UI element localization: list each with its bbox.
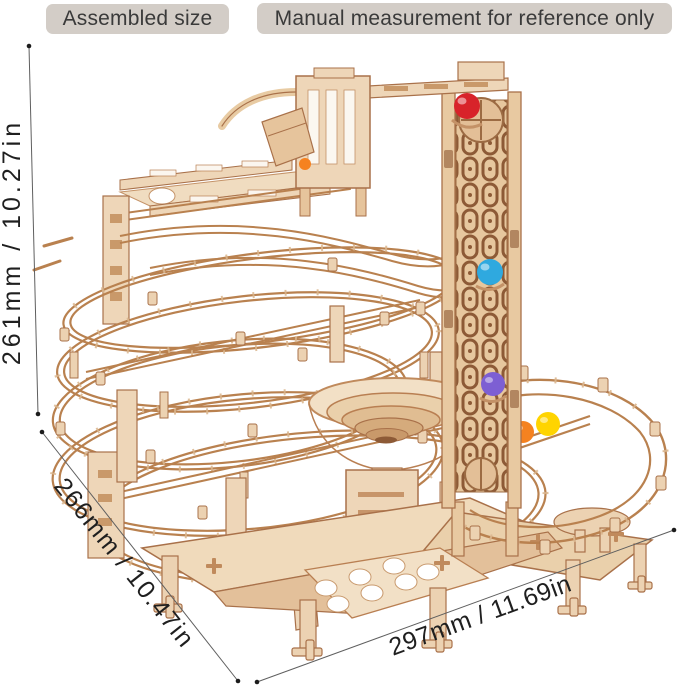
base-platform [139,497,654,661]
marble-purple [481,372,505,396]
assembled-size-badge: Assembled size [46,4,229,34]
measurement-note-label: Manual measurement for reference only [274,6,655,30]
marble-orange-small [299,158,311,170]
height-dimension: 261mm / 10.27in [0,43,41,417]
height-dimension-label: 261mm / 10.27in [0,119,26,365]
hopper-gate [261,61,509,217]
marble-yellow [536,412,560,436]
marble-red [454,93,480,119]
marble-blue [477,259,503,285]
chain-lift-tower [441,91,522,557]
right-curve-track [454,365,670,555]
assembled-size-label: Assembled size [62,7,213,30]
measurement-note-badge: Manual measurement for reference only [257,3,672,34]
